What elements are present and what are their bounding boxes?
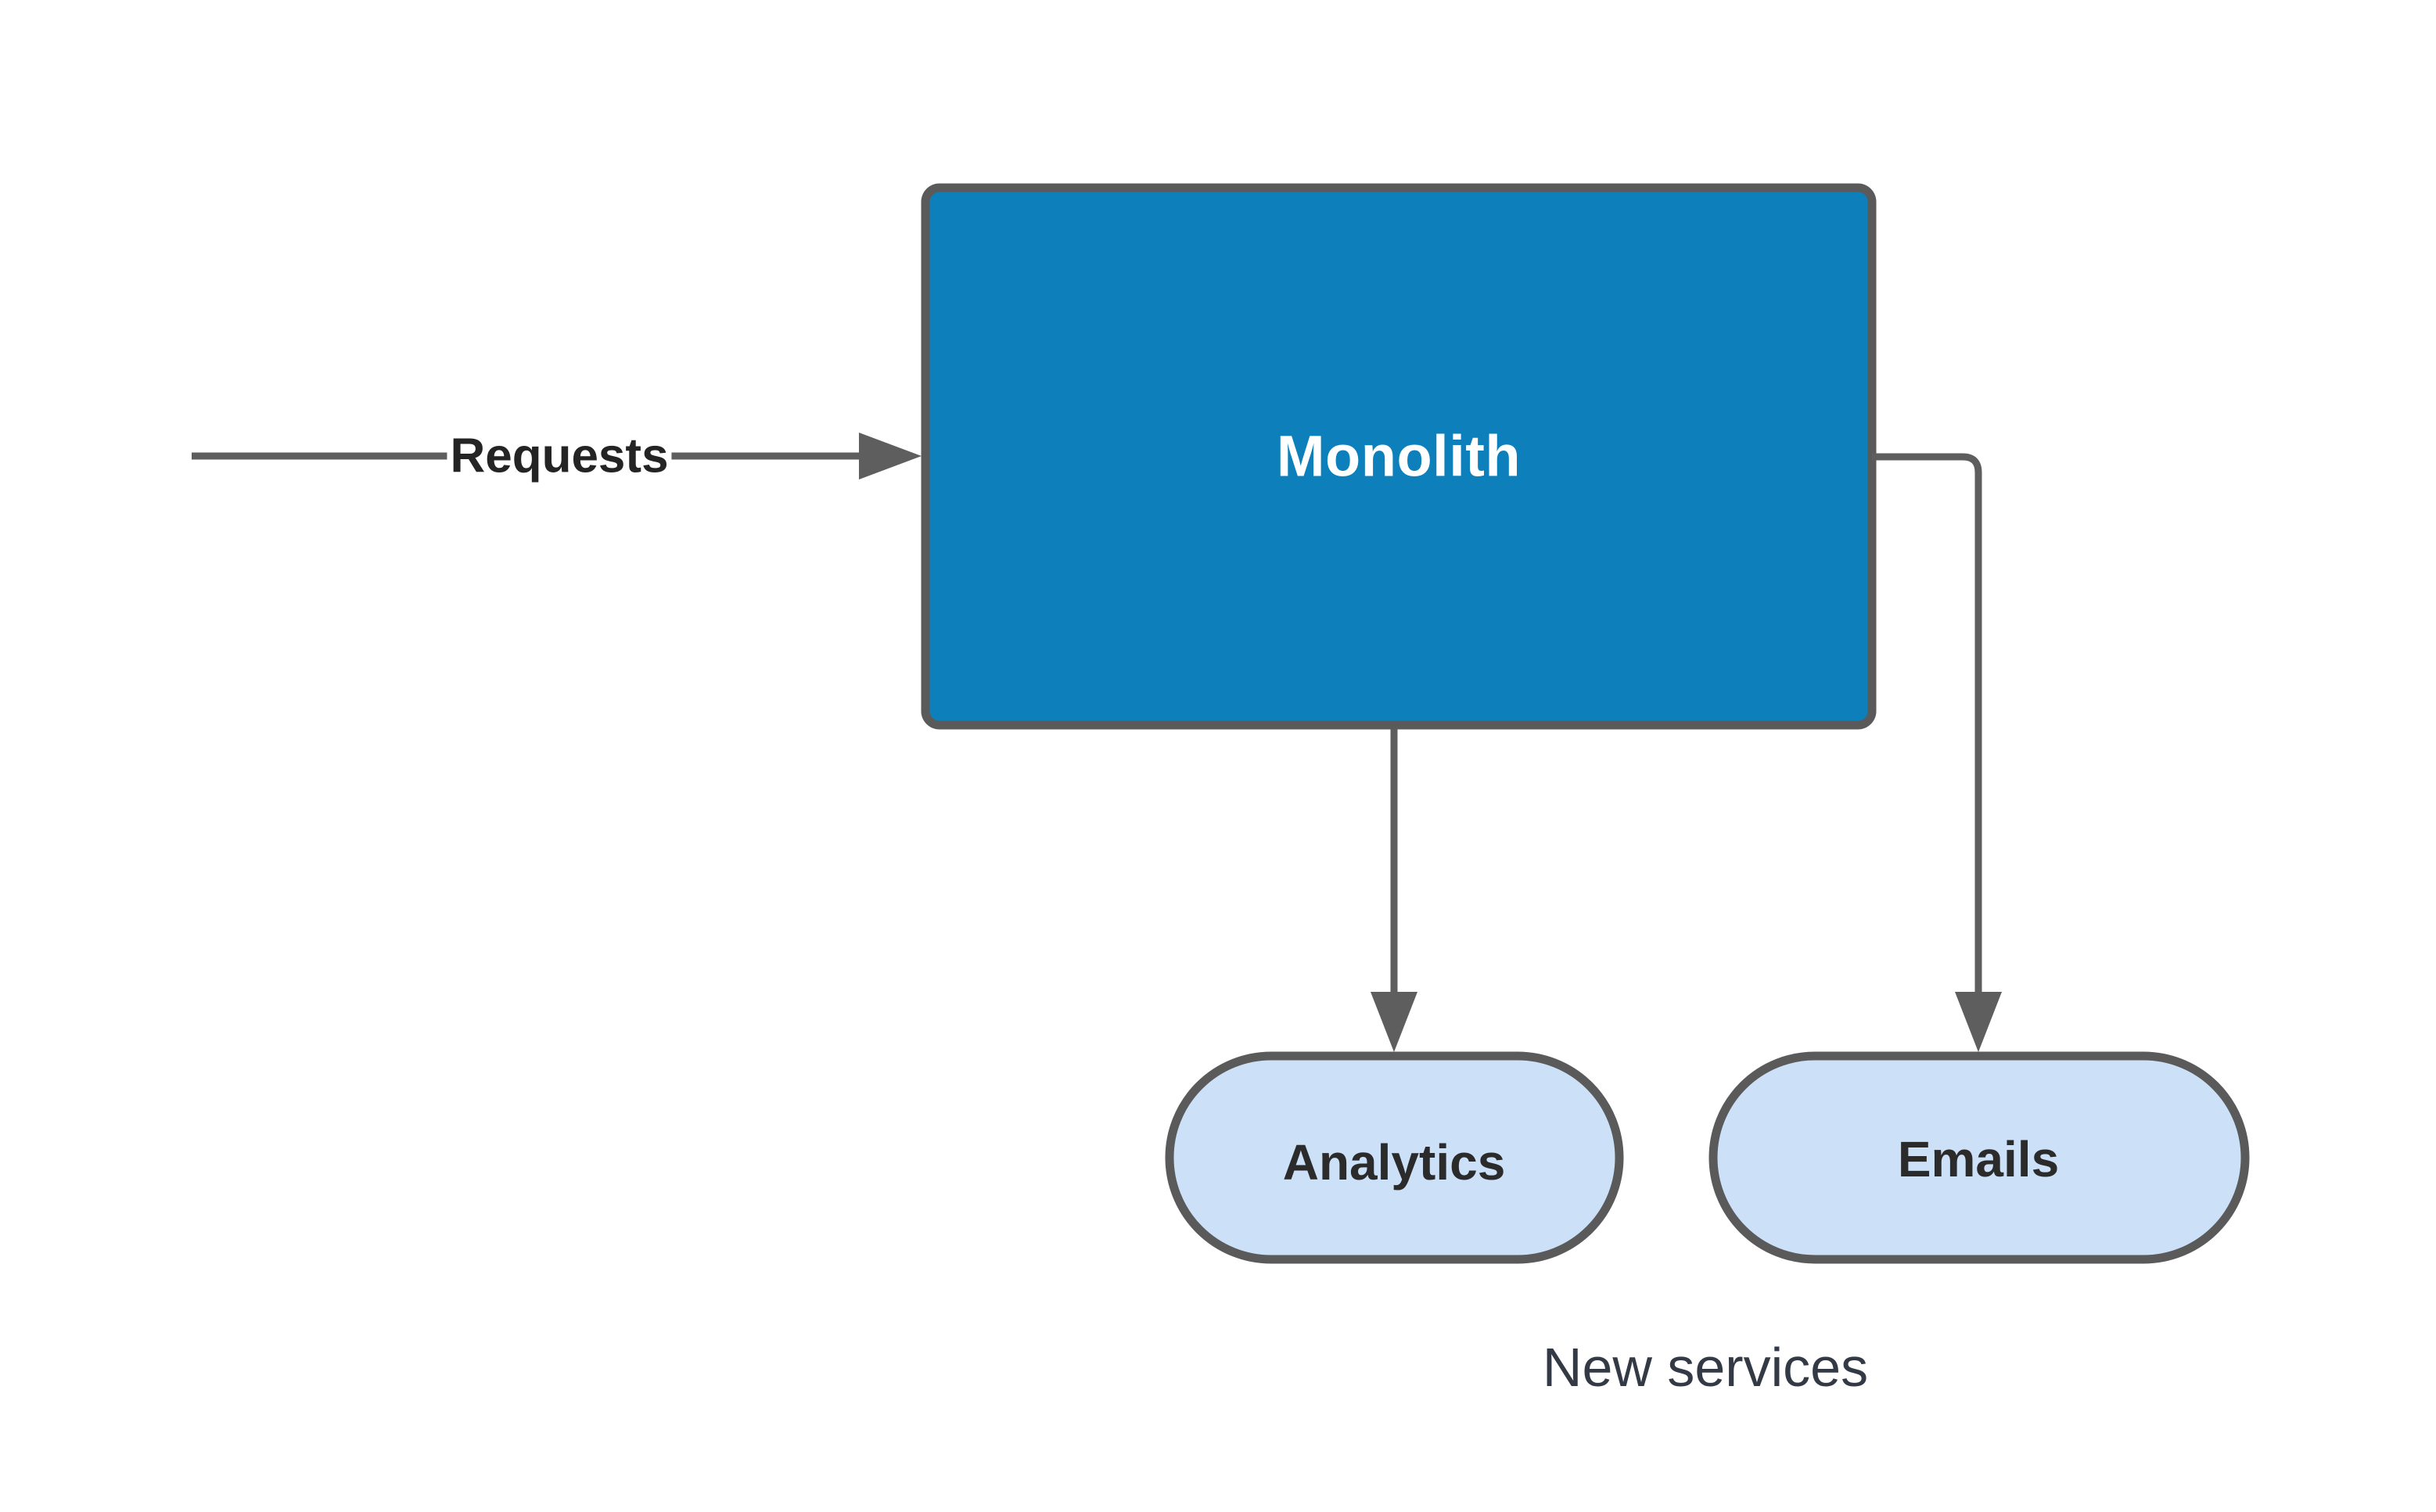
requests-edge-label: Requests [447, 428, 672, 484]
monolith-emails-edge-line [1872, 453, 1982, 1009]
monolith-box[interactable] [921, 183, 1877, 730]
edge-monolith-analytics [1371, 729, 1417, 1052]
node-emails[interactable] [1708, 1051, 2250, 1264]
monolith-analytics-arrowhead-icon [1371, 992, 1417, 1052]
emails-pill[interactable] [1708, 1051, 2250, 1264]
requests-arrowhead-icon [859, 433, 922, 479]
node-monolith[interactable] [921, 183, 1877, 730]
monolith-emails-arrowhead-icon [1955, 992, 2002, 1052]
node-analytics[interactable] [1165, 1051, 1624, 1264]
new-services-caption: New services [1542, 1337, 1869, 1398]
analytics-pill[interactable] [1165, 1051, 1624, 1264]
edge-monolith-emails [1872, 453, 2002, 1052]
